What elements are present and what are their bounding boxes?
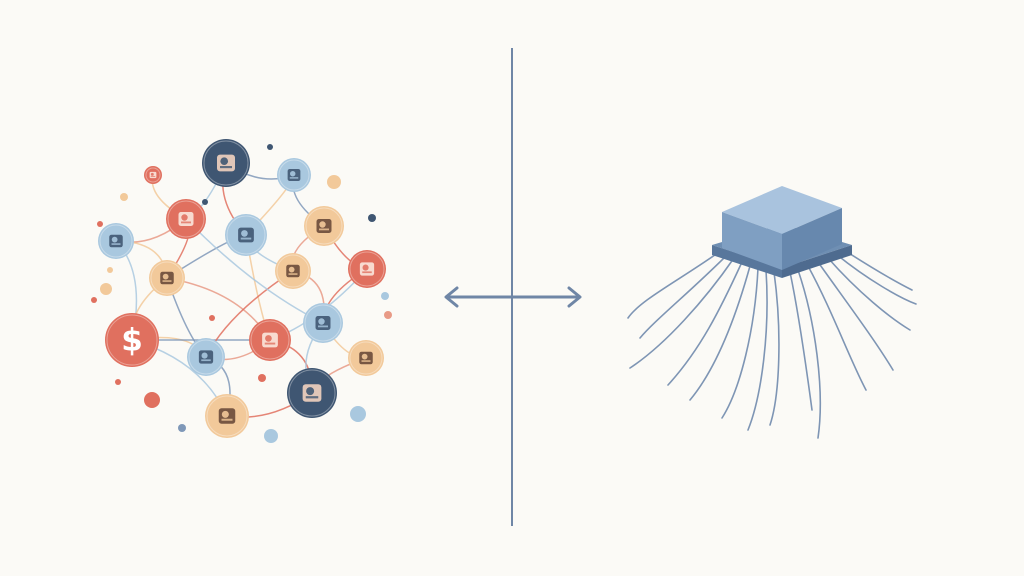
- chip-wire: [817, 261, 894, 371]
- chip-wire: [827, 257, 911, 331]
- decorative-dot: [350, 406, 366, 422]
- decorative-dot: [202, 199, 208, 205]
- decorative-dot: [267, 144, 273, 150]
- magnifier-icon: [275, 253, 311, 289]
- chip-wire: [789, 271, 813, 411]
- processor-chip-icon: [712, 186, 852, 278]
- decorative-dot: [97, 221, 103, 227]
- receipt-icon: [303, 303, 343, 343]
- decorative-dot: [368, 214, 376, 222]
- chip-wire: [835, 253, 917, 305]
- decorative-dot: [258, 374, 266, 382]
- bird-icon: [277, 158, 311, 192]
- chip-wires: [627, 249, 917, 439]
- network-nodes: $: [98, 139, 386, 438]
- network-dots: [91, 144, 392, 443]
- decorative-dot: [381, 292, 389, 300]
- decorative-dot: [384, 311, 392, 319]
- decorative-dot: [209, 315, 215, 321]
- chip-wire: [639, 253, 729, 339]
- hand-icon: [202, 139, 250, 187]
- decorative-dot: [327, 175, 341, 189]
- chip-wire: [747, 269, 768, 431]
- decorative-dot: [120, 193, 128, 201]
- svg-text:$: $: [121, 322, 143, 358]
- decorative-dot: [100, 283, 112, 295]
- plant-pot-icon: [149, 260, 185, 296]
- chip-wire: [721, 267, 759, 419]
- folder-icon: [249, 319, 291, 361]
- decorative-dot: [178, 424, 186, 432]
- camera-icon: [187, 338, 225, 376]
- chart-icon: [348, 250, 386, 288]
- browser-window-icon: [225, 214, 267, 256]
- info-icon: [144, 166, 162, 184]
- chip-wire: [689, 265, 751, 401]
- dollar-icon: $: [105, 313, 159, 367]
- chip-wire: [629, 257, 735, 369]
- chip-wire: [627, 249, 723, 319]
- heart-hands-icon: [205, 394, 249, 438]
- ticket-icon: [287, 368, 337, 418]
- chip-wire: [797, 269, 822, 439]
- newspaper-icon: [348, 340, 384, 376]
- person-portrait-icon: [304, 206, 344, 246]
- id-card-icon: [98, 223, 134, 259]
- document-icon: [166, 199, 206, 239]
- chip-wire: [807, 265, 867, 391]
- chip-wire: [667, 261, 743, 386]
- decorative-dot: [264, 429, 278, 443]
- decorative-dot: [91, 297, 97, 303]
- chip-wire: [769, 271, 780, 426]
- decorative-dot: [115, 379, 121, 385]
- decorative-dot: [107, 267, 113, 273]
- double-arrow-icon: [444, 286, 582, 308]
- decorative-dot: [144, 392, 160, 408]
